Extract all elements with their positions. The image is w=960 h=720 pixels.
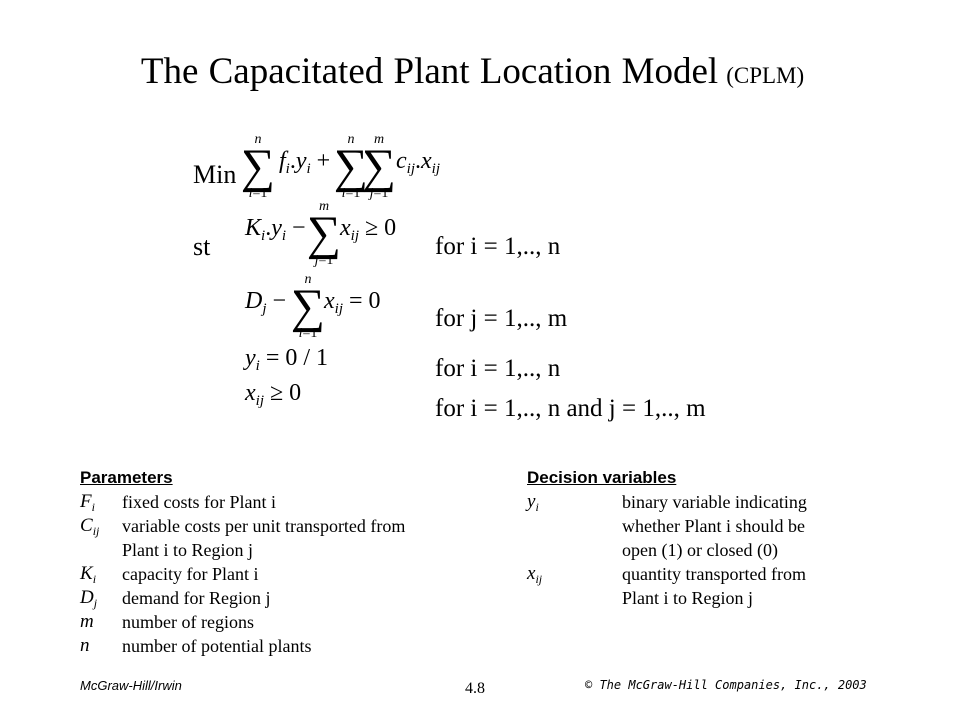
constraint3-condition: for i = 1,.., n	[435, 355, 561, 382]
objective-label: Min	[193, 160, 237, 189]
sum-j-objective: m∑j=1	[361, 132, 397, 201]
list-item-symbol: Fi	[80, 490, 95, 519]
constraint1-rhs: xij ≥ 0	[340, 215, 397, 244]
constraint4-condition: for i = 1,.., n and j = 1,.., m	[435, 395, 706, 422]
objective-term2: cij.xij	[396, 148, 440, 177]
list-item-description: Plant i to Region j	[622, 588, 754, 608]
symbol-letter: C	[80, 515, 93, 536]
symbol-letter: K	[80, 563, 93, 584]
list-item-description: whether Plant i should be	[622, 516, 805, 536]
symbol-subscript: i	[91, 500, 95, 514]
list-item-description: fixed costs for Plant i	[122, 492, 276, 512]
list-item-symbol: xij	[527, 562, 542, 591]
footer-publisher: McGraw-Hill/Irwin	[80, 678, 182, 693]
st-label: st	[193, 232, 211, 261]
list-item-symbol: Ki	[80, 562, 96, 591]
list-item-description: binary variable indicating	[622, 492, 807, 512]
sum-i-constraint2: n∑i=1	[290, 272, 326, 341]
footer-copyright: © The McGraw-Hill Companies, Inc., 2003	[585, 678, 867, 692]
symbol-letter: m	[80, 611, 94, 632]
sum-i-objective: n∑i=1	[240, 132, 276, 201]
constraint4: xij ≥ 0	[245, 380, 302, 409]
symbol-subscript: i	[535, 500, 539, 514]
parameters-heading: Parameters	[80, 468, 173, 487]
list-item-symbol: n	[80, 634, 90, 663]
page-number: 4.8	[465, 680, 485, 697]
sum-i-objective-2: n∑i=1	[333, 132, 369, 201]
decision-variables-heading: Decision variables	[527, 468, 677, 487]
title-abbrev: (CPLM)	[726, 63, 805, 88]
list-item-symbol: Cij	[80, 514, 99, 543]
list-item-symbol: m	[80, 610, 94, 639]
constraint3: yi = 0 / 1	[245, 345, 329, 374]
constraint1-lhs: Ki.yi −	[245, 215, 306, 244]
sum-j-constraint1: m∑j=1	[306, 199, 342, 268]
symbol-letter: F	[80, 491, 92, 512]
objective-term1: fi.yi +	[279, 148, 331, 177]
symbol-letter: x	[527, 563, 536, 584]
list-item-description: capacity for Plant i	[122, 564, 259, 584]
list-item-description: variable costs per unit transported from	[122, 516, 406, 536]
list-item-description: number of potential plants	[122, 636, 312, 656]
symbol-letter: D	[80, 587, 94, 608]
symbol-subscript: j	[93, 596, 98, 610]
symbol-subscript: ij	[535, 572, 543, 586]
list-item-description: open (1) or closed (0)	[622, 540, 778, 560]
title-main: The Capacitated Plant Location Model	[140, 51, 719, 92]
constraint2-rhs: xij = 0	[324, 288, 381, 317]
symbol-subscript: ij	[92, 524, 100, 538]
symbol-subscript: i	[92, 572, 97, 586]
list-item-symbol: yi	[527, 490, 539, 519]
slide-title: The Capacitated Plant Location Model (CPL…	[0, 50, 945, 93]
constraint2-condition: for j = 1,.., m	[435, 305, 568, 332]
list-item-description: demand for Region j	[122, 588, 271, 608]
constraint1-condition: for i = 1,.., n	[435, 233, 561, 260]
symbol-letter: n	[80, 635, 90, 656]
list-item-description: quantity transported from	[622, 564, 806, 584]
constraint2-lhs: Dj −	[245, 288, 287, 317]
list-item-description: Plant i to Region j	[122, 540, 254, 560]
list-item-description: number of regions	[122, 612, 254, 632]
symbol-letter: y	[527, 491, 536, 512]
list-item-symbol: Dj	[80, 586, 97, 615]
